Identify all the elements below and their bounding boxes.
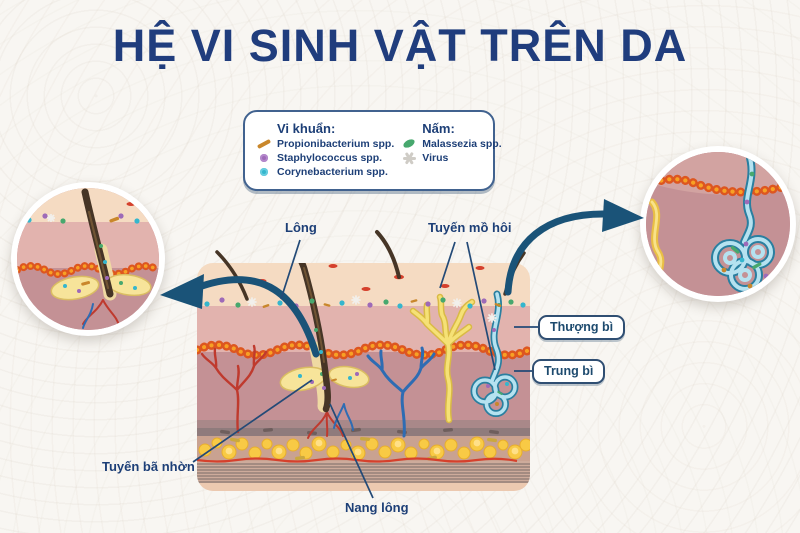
virus-icon <box>402 152 418 164</box>
basement-membrane <box>197 340 530 360</box>
legend-fungi-section: Nấm: Malassezia spp. Virus <box>402 121 502 180</box>
left-magnifier-arrow <box>160 274 320 358</box>
legend-box: Vi khuẩn: Propionibacterium spp. Staphyl… <box>243 110 502 191</box>
legend-item-label: Malassezia spp. <box>422 138 502 150</box>
label-hair: Lông <box>285 220 317 235</box>
legend-bacteria-header: Vi khuẩn: <box>277 121 336 136</box>
label-hair-follicle: Nang lông <box>345 500 409 515</box>
legend-bacteria-section: Vi khuẩn: Propionibacterium spp. Staphyl… <box>256 121 395 180</box>
legend-item-staphylococcus: Staphylococcus spp. <box>257 152 394 164</box>
legend-item-malassezia: Malassezia spp. <box>402 137 502 150</box>
skin-block-layers <box>197 263 530 491</box>
blood-vessel-red-left <box>200 344 268 434</box>
right-magnifier-arrow <box>504 199 644 296</box>
legend-item-virus: Virus <box>402 152 501 164</box>
label-epidermis: Thượng bì <box>538 315 626 340</box>
corynebacterium-icon <box>257 166 273 178</box>
legend-item-label: Corynebacterium spp. <box>277 166 388 178</box>
legend-item-corynebacterium: Corynebacterium spp. <box>257 166 394 178</box>
page-title: HỆ VI SINH VẬT TRÊN DA <box>112 20 688 71</box>
leader-lines <box>192 239 540 499</box>
label-sebaceous-gland: Tuyến bã nhờn <box>102 459 195 474</box>
fat-cell-highlights <box>225 439 519 456</box>
sweat-gland-graphic <box>474 294 515 414</box>
blood-vessel-blue-center <box>366 346 436 438</box>
microbe-row <box>204 295 526 309</box>
staphylococcus-icon <box>257 152 273 164</box>
blood-vessel-blue-follicle <box>333 403 354 431</box>
legend-item-propionibacterium: Propionibacterium spp. <box>256 138 395 150</box>
legend-item-label: Virus <box>422 152 449 164</box>
legend-item-label: Propionibacterium spp. <box>277 138 395 150</box>
legend-fungi-header: Nấm: <box>422 121 455 136</box>
sweat-gland-magnifier-inset <box>640 146 796 302</box>
label-dermis: Trung bì <box>532 359 606 384</box>
muscle-layer <box>197 463 530 483</box>
legend-item-label: Staphylococcus spp. <box>277 152 383 164</box>
fat-muscle-boundary <box>197 457 518 463</box>
label-sweat-gland: Tuyến mồ hôi <box>428 220 512 235</box>
sweat-gland-inset-art <box>646 152 790 296</box>
follicle-magnifier-inset <box>11 182 165 336</box>
